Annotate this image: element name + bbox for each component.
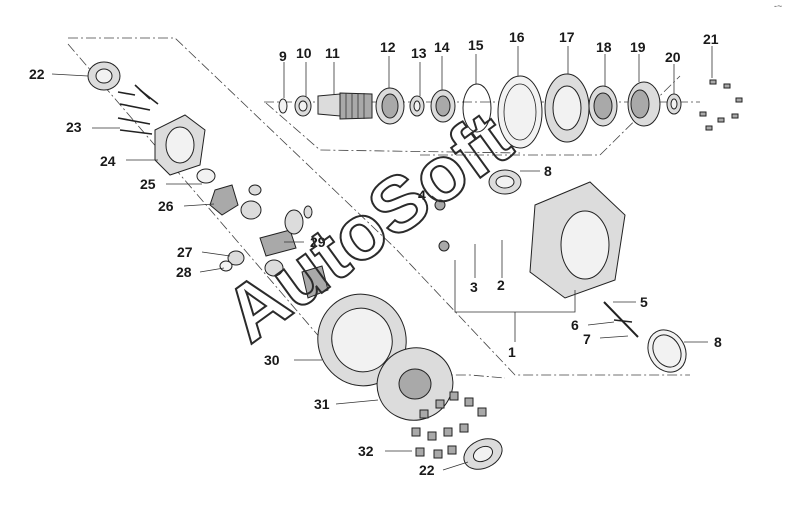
callout-29: 29 [310,234,326,250]
corner-mark: -~ [774,1,782,11]
callout-14: 14 [434,39,450,55]
callout-8-top: 8 [544,163,552,179]
callout-5: 5 [640,294,648,310]
ring-gear-parts [317,293,503,470]
callout-11: 11 [325,45,340,61]
callout-23: 23 [66,119,82,135]
callout-32: 32 [358,443,374,459]
differential-left-parts [87,61,329,299]
callout-10: 10 [296,45,312,61]
callout-1: 1 [508,344,516,360]
callout-22-top: 22 [29,66,45,82]
callout-7: 7 [583,331,591,347]
callout-27: 27 [177,244,193,260]
callout-8-bottom: 8 [714,334,722,350]
callout-26: 26 [158,198,174,214]
callout-28: 28 [176,264,192,280]
callout-13: 13 [411,45,427,61]
callout-31: 31 [314,396,330,412]
axle-housing-parts [434,169,687,373]
callout-3: 3 [470,279,478,295]
leader-lines [51,46,713,471]
callout-21: 21 [703,31,719,47]
callout-30: 30 [264,352,280,368]
callout-6: 6 [571,317,579,333]
callout-22-bottom: 22 [419,462,435,478]
callout-2: 2 [497,277,505,293]
callout-labels: 1 2 3 4 5 6 7 8 8 9 10 11 12 13 14 15 16… [29,29,722,478]
callout-16: 16 [509,29,525,45]
callout-20: 20 [665,49,681,65]
callout-12: 12 [380,39,396,55]
callout-19: 19 [630,39,646,55]
callout-9: 9 [279,48,287,64]
callout-4: 4 [418,187,426,203]
callout-17: 17 [559,29,575,45]
callout-15: 15 [468,37,484,53]
callout-24: 24 [100,153,116,169]
callout-25: 25 [140,176,156,192]
callout-18: 18 [596,39,612,55]
pinion-shaft-assembly [278,73,743,149]
